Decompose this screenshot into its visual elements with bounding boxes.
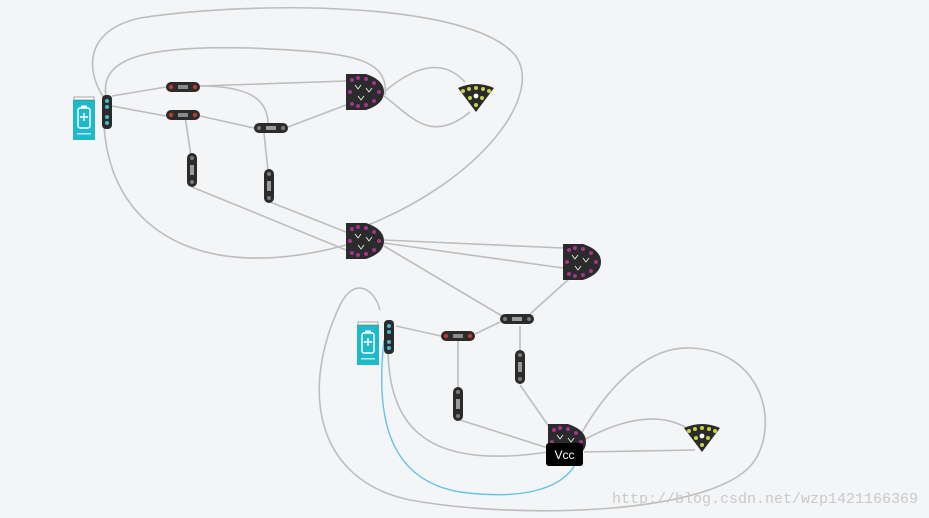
watermark: http://blog.csdn.net/wzp1421166369 [612,491,918,508]
shield-module-icon[interactable] [562,243,602,281]
wire [459,419,549,449]
wire [103,124,347,259]
wire [111,86,167,97]
upper-circuit [72,73,602,281]
tri-sensor-icon[interactable] [458,84,494,112]
wire [287,104,347,128]
lower-circuit [356,314,720,461]
wire [383,66,466,93]
wire [263,132,269,172]
wire [199,85,269,125]
wire-link-module[interactable] [441,331,475,341]
wire-link-module[interactable] [187,153,197,187]
wire [199,80,347,87]
wire [383,242,564,269]
wire [318,287,767,512]
wire [184,115,192,157]
wire [529,277,571,315]
wire [395,325,442,337]
wire [191,186,347,251]
battery-module-icon[interactable] [72,96,96,141]
wire [583,418,691,441]
wire-link-module[interactable] [166,110,200,120]
shield-module-icon[interactable] [345,222,385,260]
wire [91,7,524,226]
tri-sensor-icon[interactable] [684,424,720,452]
shield-module-icon[interactable] [345,73,385,111]
wire-link-module[interactable] [515,350,525,384]
vcc-tooltip: Vcc [546,443,583,466]
wire [583,449,696,453]
wire-link-module[interactable] [500,314,534,324]
wire [383,95,471,128]
upper-circuit-wires [91,7,571,317]
wire [383,245,503,317]
wire-link-module[interactable] [453,387,463,421]
wire [199,115,255,129]
battery-module-icon[interactable] [356,321,380,366]
wire-link-module[interactable] [166,82,200,92]
battery-connector[interactable] [102,95,112,129]
battery-connector[interactable] [384,320,394,354]
wire [269,201,347,233]
wire [387,351,549,457]
wire [519,384,551,429]
wire [474,321,501,335]
wire [104,46,387,97]
active-wire[interactable] [381,339,576,496]
lower-circuit-wires [318,287,767,512]
wire-link-module[interactable] [254,123,288,133]
wire [383,239,564,249]
tooltip-label: Vcc [554,448,574,462]
wire-link-module[interactable] [264,169,274,203]
wire [111,105,167,117]
